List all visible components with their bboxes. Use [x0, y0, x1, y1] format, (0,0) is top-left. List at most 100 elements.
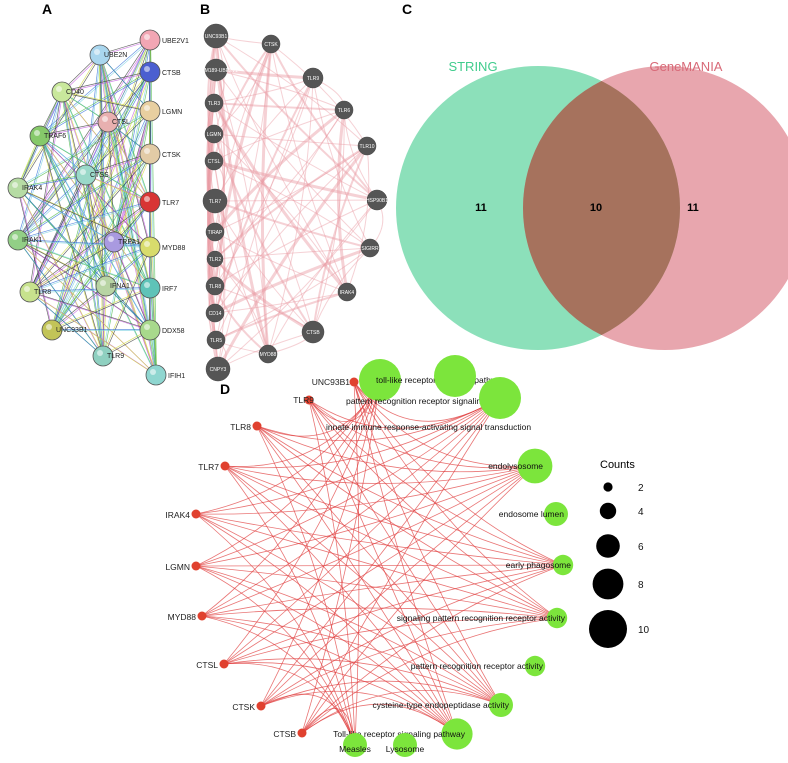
venn-overlap-region	[522, 80, 680, 336]
string-node-label: TRAF6	[44, 133, 66, 140]
venn-left-only-count: 11	[475, 202, 487, 214]
enrichment-edge	[301, 564, 564, 734]
legend-item-10: 10	[589, 610, 650, 648]
term-node-bubble	[552, 554, 574, 576]
genemania-node-ctsl: CTSL	[204, 151, 224, 171]
string-edges	[17, 39, 157, 376]
term-node-bubble	[489, 693, 513, 717]
enrichment-edge	[308, 399, 356, 746]
gene-node-label: CTSB	[273, 729, 296, 739]
genemania-edge	[214, 43, 272, 314]
string-edge	[62, 92, 151, 203]
venn-string-label: STRING	[448, 59, 497, 74]
legend-item-6: 6	[596, 534, 644, 558]
genemania-node-circle	[205, 222, 225, 242]
term-node-label: pattern recognition receptor activity	[411, 661, 544, 671]
term-node-label: early phagosome	[506, 560, 571, 570]
string-node-ball	[139, 319, 161, 341]
gene-node-label: MYD88	[168, 612, 197, 622]
genemania-edge	[215, 69, 345, 111]
gene-node-tlr9: TLR9	[293, 395, 314, 405]
term-node-pattern-recognition-receptor-signaling-pathway: pattern recognition receptor signaling p…	[346, 355, 521, 406]
enrichment-terms: toll-like receptor signaling pathwaypatt…	[326, 355, 574, 757]
string-edge	[86, 175, 151, 203]
genemania-node-label: MYD88	[260, 352, 277, 358]
string-node-highlight	[34, 130, 40, 136]
string-edge	[30, 175, 87, 293]
term-node-label: Measles	[339, 744, 371, 754]
term-node-label: Lysosome	[386, 744, 425, 754]
string-edge	[39, 135, 150, 202]
gene-node-myd88: MYD88	[168, 611, 207, 622]
string-edge	[30, 247, 151, 293]
panel-a: UBE2V1UBE2NCTSBCD40LGMNCTSLTRAF6CTSKCTSS…	[7, 1, 189, 386]
legend-title: Counts	[600, 459, 635, 471]
string-edge	[30, 242, 115, 293]
string-edge	[62, 72, 151, 93]
genemania-node-label: TLR8	[209, 284, 221, 290]
genemania-node-label: SIGIRR	[361, 246, 379, 252]
enrichment-edge	[308, 399, 536, 469]
string-edge	[86, 175, 107, 287]
genemania-node-label: TLR10	[359, 144, 374, 150]
string-node-ball	[139, 61, 161, 83]
string-node-irak4: IRAK4	[7, 177, 42, 199]
string-node-highlight	[144, 148, 150, 154]
string-node-tlr9: TLR9	[92, 345, 124, 367]
gene-node-label: UNC93B1	[312, 377, 351, 387]
string-node-label: TLR7	[162, 200, 179, 207]
gene-node-label: IRAK4	[165, 510, 190, 520]
genemania-edge	[267, 77, 314, 355]
panel-d: UNC93B1TLR9TLR8TLR7IRAK4LGMNMYD88CTSLCTS…	[165, 355, 650, 757]
string-node-highlight	[150, 369, 156, 375]
enrichment-edge	[260, 397, 501, 707]
string-node-highlight	[144, 34, 150, 40]
string-edge	[18, 188, 151, 331]
string-edge	[85, 153, 150, 175]
term-node-label: innate immune response-activating signal…	[326, 422, 531, 432]
string-node-highlight	[12, 234, 18, 240]
string-node-label: UBE2N	[104, 52, 127, 59]
genemania-edge	[215, 247, 371, 341]
string-edge	[17, 239, 150, 247]
enrichment-edge	[201, 615, 356, 746]
legend-bubble	[596, 534, 620, 558]
legend-item-8: 8	[592, 568, 644, 600]
string-node-ube2v1: UBE2V1	[139, 29, 189, 51]
enrichment-edge	[224, 465, 558, 619]
string-edge	[40, 136, 151, 331]
genemania-node-label: CTSB	[306, 330, 320, 336]
genemania-edge	[216, 145, 369, 370]
gene-node-dot	[220, 461, 230, 471]
term-node-bubble	[546, 607, 568, 629]
enrichment-edge	[195, 565, 356, 746]
string-node-label: MYD88	[162, 245, 185, 252]
genemania-edge	[213, 133, 314, 333]
genemania-edge	[213, 102, 224, 260]
string-edge	[99, 54, 150, 202]
string-edge	[85, 174, 106, 286]
string-node-ball	[145, 364, 167, 386]
string-node-ifih1: IFIH1	[145, 364, 185, 386]
genemania-node-tlr8: TLR8	[205, 276, 225, 296]
string-edge	[18, 55, 101, 189]
gene-node-ctsk: CTSK	[232, 701, 266, 712]
panel-b-letter: B	[200, 1, 210, 17]
legend-bubble	[599, 502, 617, 520]
string-edge	[18, 240, 104, 357]
genemania-node-circle	[205, 276, 225, 296]
legend-bubble	[603, 482, 613, 492]
genemania-edge	[213, 133, 368, 147]
string-node-tlr8: TLR8	[19, 281, 51, 303]
genemania-node-circle	[205, 356, 231, 382]
genemania-edge	[267, 199, 378, 355]
string-edge	[102, 246, 150, 356]
genemania-edge	[213, 109, 345, 162]
enrichment-edge	[195, 379, 381, 567]
string-node-highlight	[46, 324, 52, 330]
genemania-node-ctsk: CTSK	[261, 34, 281, 54]
string-edge	[61, 91, 106, 286]
string-node-trpa1: TRPA1	[103, 231, 140, 253]
genemania-node-circle	[302, 67, 324, 89]
string-edge	[17, 201, 150, 240]
